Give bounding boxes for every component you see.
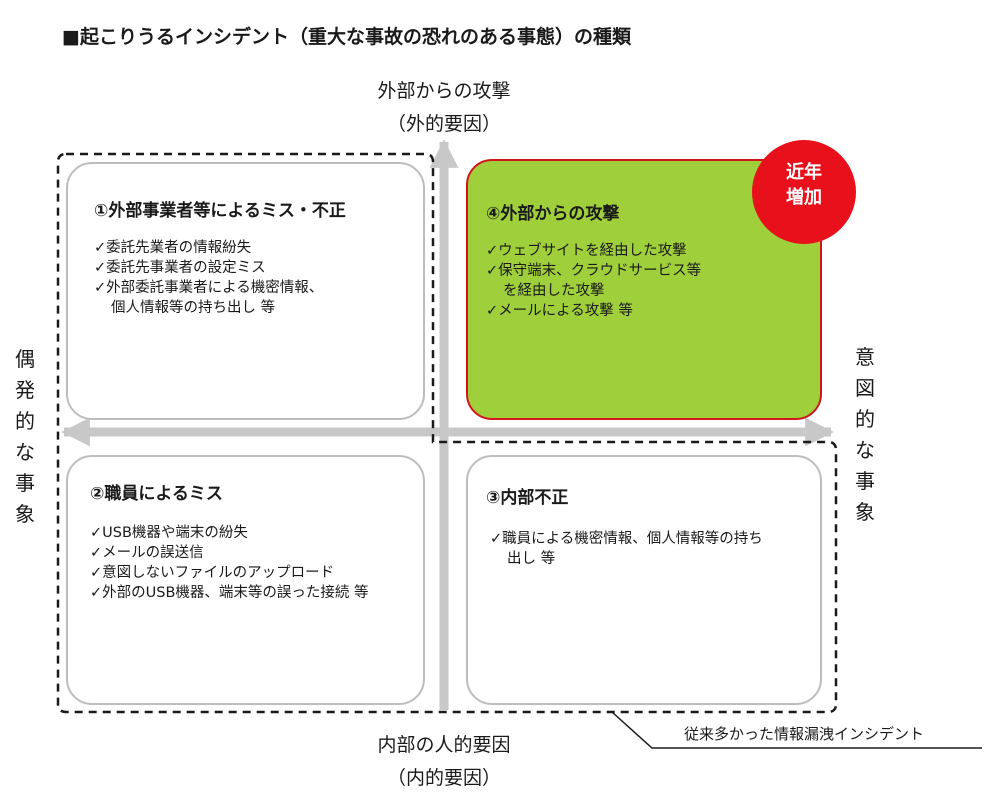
note-leader-line bbox=[611, 711, 982, 749]
quadrant-title: ③内部不正 bbox=[486, 488, 569, 508]
quadrant-title: ②職員によるミス bbox=[90, 484, 223, 504]
list-item-continuation: を経由した攻撃 bbox=[503, 283, 605, 299]
list-item: ✓保守端末、クラウドサービス等 bbox=[486, 263, 702, 279]
list-item: ✓メールの誤送信 bbox=[90, 545, 204, 561]
list-item: ✓委託先事業者の設定ミス bbox=[94, 260, 266, 276]
list-item: ✓外部のUSB機器、端末等の誤った接続 等 bbox=[90, 585, 369, 601]
item-list: ✓ウェブサイトを経由した攻撃 ✓保守端末、クラウドサービス等 を経由した攻撃 ✓… bbox=[486, 241, 701, 321]
quadrant-internal-fraud: ③内部不正 ✓職員による機密情報、個人情報等の持ち 出し 等 bbox=[466, 455, 822, 705]
list-item: ✓職員による機密情報、個人情報等の持ち bbox=[490, 531, 763, 547]
conventional-incidents-outline bbox=[56, 152, 838, 714]
quadrant-title: ④外部からの攻撃 bbox=[486, 204, 620, 224]
item-list: ✓職員による機密情報、個人情報等の持ち 出し 等 bbox=[490, 529, 763, 569]
list-item: ✓外部委託事業者による機密情報、 bbox=[94, 280, 324, 296]
list-item: ✓USB機器や端末の紛失 bbox=[90, 525, 248, 541]
axis-right-label: 意図的 な事象 bbox=[855, 345, 875, 524]
list-item: ✓委託先業者の情報紛失 bbox=[94, 240, 252, 256]
list-item-continuation: 個人情報等の持ち出し 等 bbox=[111, 300, 276, 316]
page-title: ■起こりうるインシデント（重大な事故の恐れのある事態）の種類 bbox=[62, 26, 631, 48]
quadrant-title: ①外部事業者等によるミス・不正 bbox=[94, 201, 346, 221]
list-item: ✓メールによる攻撃 等 bbox=[486, 303, 633, 319]
quadrant-staff-error: ②職員によるミス ✓USB機器や端末の紛失 ✓メールの誤送信 ✓意図しないファイ… bbox=[66, 455, 425, 705]
item-list: ✓委託先業者の情報紛失 ✓委託先事業者の設定ミス ✓外部委託事業者による機密情報… bbox=[94, 238, 323, 318]
item-list: ✓USB機器や端末の紛失 ✓メールの誤送信 ✓意図しないファイルのアップロード … bbox=[90, 523, 369, 603]
quadrant-external-vendor: ①外部事業者等によるミス・不正 ✓委託先業者の情報紛失 ✓委託先事業者の設定ミス… bbox=[66, 162, 425, 420]
list-item: ✓ウェブサイトを経由した攻撃 bbox=[486, 243, 687, 259]
axis-left-label: 偶発的 な事象 bbox=[15, 347, 35, 526]
list-item: ✓意図しないファイルのアップロード bbox=[90, 565, 335, 581]
list-item-continuation: 出し 等 bbox=[507, 551, 556, 567]
axis-top-label: 外部からの攻撃 （外的要因） bbox=[377, 80, 511, 135]
conventional-incidents-note: 従来多かった情報漏洩インシデント bbox=[684, 725, 925, 743]
axis-bottom-label: 内部の人的要因 （内的要因） bbox=[377, 734, 511, 789]
recent-increase-badge: 近年 増加 bbox=[752, 140, 856, 244]
quadrant-external-attack: ④外部からの攻撃 ✓ウェブサイトを経由した攻撃 ✓保守端末、クラウドサービス等 … bbox=[466, 159, 822, 420]
